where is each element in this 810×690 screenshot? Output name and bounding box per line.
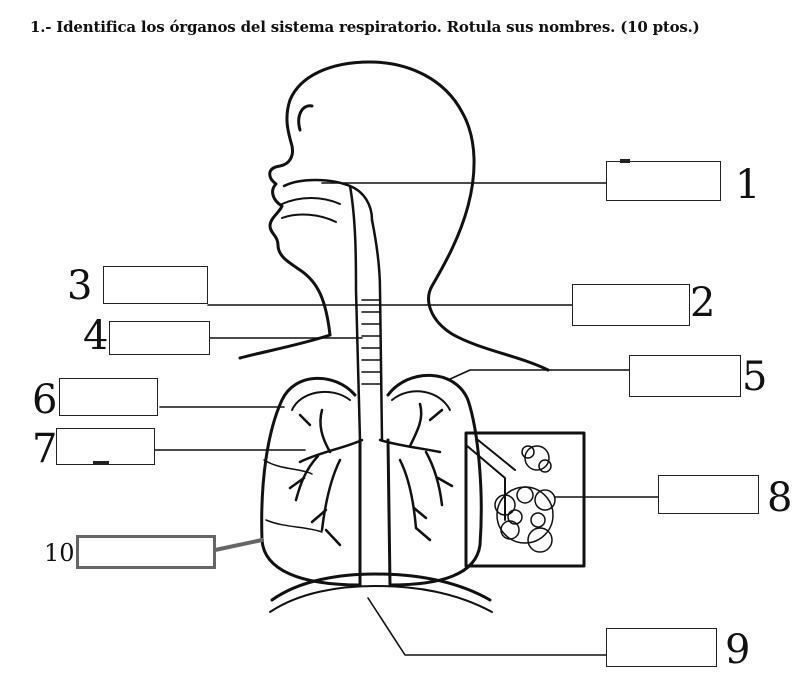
alveoli-inset <box>464 431 586 568</box>
leader-lines <box>154 182 659 656</box>
label-number-8: 8 <box>767 475 793 521</box>
label-box-9[interactable] <box>606 628 717 667</box>
label-number-6: 6 <box>32 377 58 423</box>
label-number-10: 10 <box>44 539 75 567</box>
label-box-2[interactable] <box>572 284 690 326</box>
left-bronchi <box>288 408 364 547</box>
leader-line-10 <box>213 538 264 552</box>
label-number-3: 3 <box>67 263 93 309</box>
right-bronchi <box>378 402 454 542</box>
label-box-8[interactable] <box>658 475 759 514</box>
label-box-7[interactable] <box>56 428 155 465</box>
label-box-3[interactable] <box>103 266 208 304</box>
right-lung <box>386 373 483 587</box>
label-number-4: 4 <box>83 313 109 359</box>
label-number-5: 5 <box>742 354 768 400</box>
worksheet-title: 1.- Identifica los órganos del sistema r… <box>30 18 700 36</box>
label-box-6[interactable] <box>59 378 158 416</box>
label-number-9: 9 <box>725 627 751 673</box>
pen-mark <box>93 461 109 464</box>
label-box-5[interactable] <box>629 355 741 397</box>
label-box-10[interactable] <box>76 535 216 569</box>
pharynx <box>348 184 362 442</box>
label-box-4[interactable] <box>109 321 210 355</box>
trachea-rings <box>361 299 381 385</box>
label-number-7: 7 <box>32 426 58 472</box>
diaphragm <box>270 572 492 602</box>
label-number-2: 2 <box>690 280 716 326</box>
pen-mark <box>620 159 630 163</box>
left-lung <box>260 376 362 587</box>
label-number-1: 1 <box>735 162 761 208</box>
alveoli-clusters <box>494 445 556 553</box>
head-outline <box>268 60 550 372</box>
label-box-1[interactable] <box>606 161 721 201</box>
ear <box>297 104 314 132</box>
